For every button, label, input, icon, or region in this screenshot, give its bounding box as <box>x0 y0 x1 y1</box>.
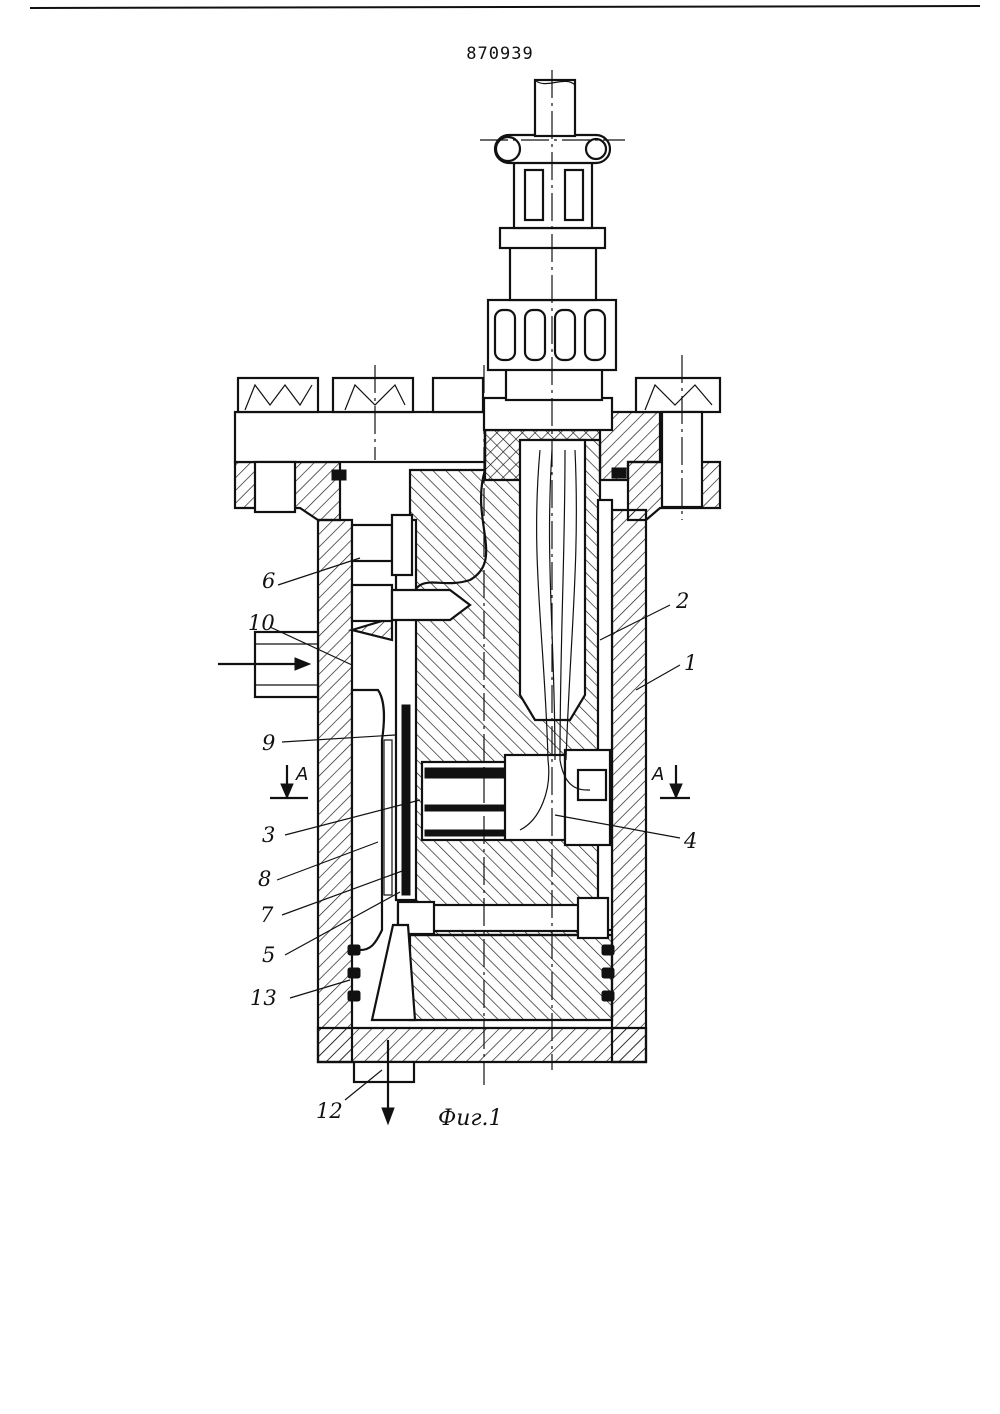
section-marker-left: A <box>270 764 308 798</box>
label-3: 3 <box>262 823 275 847</box>
inner-body <box>410 430 612 935</box>
label-4: 4 <box>683 829 697 853</box>
label-13: 13 <box>250 986 277 1010</box>
top-border <box>30 6 980 8</box>
section-label-left: A <box>295 764 308 785</box>
label-9: 9 <box>262 731 275 755</box>
label-1: 1 <box>684 651 697 675</box>
label-12: 12 <box>316 1099 343 1123</box>
label-8: 8 <box>258 867 271 891</box>
label-6: 6 <box>262 569 275 593</box>
section-label-right: A <box>651 764 664 785</box>
section-marker-right: A <box>651 764 690 798</box>
sensor-unit <box>422 750 610 845</box>
label-5: 5 <box>262 943 275 967</box>
figure-caption: Фиг.1 <box>438 1106 503 1131</box>
bottom-block <box>398 898 612 1020</box>
electrical-connector <box>484 80 616 430</box>
label-7: 7 <box>260 903 274 927</box>
label-10: 10 <box>248 611 275 635</box>
label-2: 2 <box>675 589 689 613</box>
